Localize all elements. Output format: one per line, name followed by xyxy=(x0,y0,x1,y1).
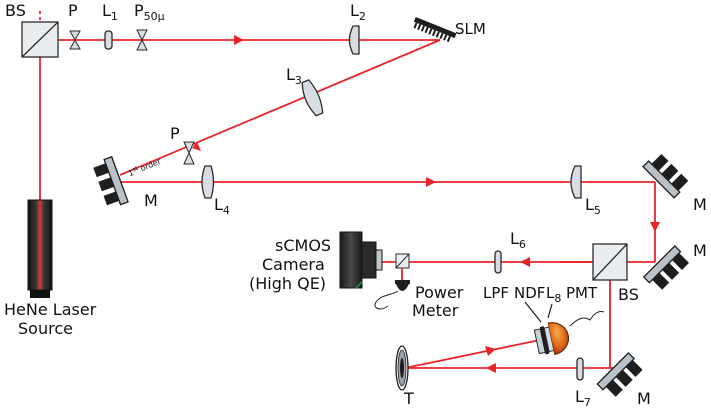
arrow-icon xyxy=(426,177,436,187)
label-l1: L1 xyxy=(102,1,118,23)
lens-l5 xyxy=(570,165,582,199)
label-m-left: M xyxy=(144,191,158,210)
mirror-right-mid xyxy=(642,244,689,290)
pinhole-p50 xyxy=(136,29,148,51)
pointer-lines xyxy=(524,301,553,323)
label-ndf: NDF xyxy=(514,284,545,302)
label-l4: L4 xyxy=(214,195,230,217)
lens-l1 xyxy=(104,30,113,50)
arrow-icon xyxy=(650,222,660,232)
mirror-right-top xyxy=(642,153,689,199)
beam-splitter-top xyxy=(21,21,59,58)
arrow-icon xyxy=(234,35,244,45)
slm-device xyxy=(413,16,457,43)
mirror-bottom xyxy=(596,351,643,397)
label-p50: P50μ xyxy=(134,1,165,23)
label-m-right-top: M xyxy=(693,195,707,214)
label-lpf: LPF xyxy=(483,284,509,302)
label-l3: L3 xyxy=(286,65,302,87)
arrow-icon xyxy=(486,363,496,373)
camera-icon xyxy=(339,231,383,289)
laser-tube-icon xyxy=(27,199,53,298)
arrow-icon xyxy=(520,257,530,267)
label-l2: L2 xyxy=(350,1,366,23)
lens-l2 xyxy=(348,25,360,55)
pinhole-top xyxy=(69,30,81,50)
arrow-icon xyxy=(485,346,496,356)
arrow-icon xyxy=(192,142,201,151)
lens-l3 xyxy=(301,79,324,117)
pmt-cable xyxy=(569,311,605,327)
beam-paths xyxy=(39,11,656,369)
power-meter-icon xyxy=(374,280,410,310)
mirror-left xyxy=(93,155,129,206)
lens-l7 xyxy=(576,357,584,381)
label-p-mid: P xyxy=(170,124,180,143)
beam-splitter-right xyxy=(592,243,628,281)
label-slm: SLM xyxy=(455,20,486,38)
pmt-assembly xyxy=(533,322,569,356)
label-m-right-mid: M xyxy=(693,241,707,260)
label-bs-top: BS xyxy=(5,1,26,20)
label-l8: L8 xyxy=(546,284,561,305)
lens-l4 xyxy=(201,165,215,199)
label-p-top: P xyxy=(68,1,78,20)
pinhole-mid xyxy=(183,141,195,165)
label-pmt: PMT xyxy=(566,284,598,302)
label-bs-right: BS xyxy=(618,285,639,304)
label-l6: L6 xyxy=(510,229,526,251)
beam-diagonal xyxy=(119,39,441,176)
beam-arrows xyxy=(192,35,660,373)
label-m-bottom: M xyxy=(637,389,651,408)
target-icon xyxy=(395,345,409,391)
label-first-order: 1st order xyxy=(127,155,163,178)
label-target: T xyxy=(403,389,414,408)
label-l5: L5 xyxy=(585,195,601,217)
lens-l6 xyxy=(494,250,502,274)
beam-target-to-pmt xyxy=(404,339,541,369)
filter-ndf xyxy=(539,326,550,355)
beam-splitter-small xyxy=(395,253,410,269)
label-l7: L7 xyxy=(575,387,591,409)
